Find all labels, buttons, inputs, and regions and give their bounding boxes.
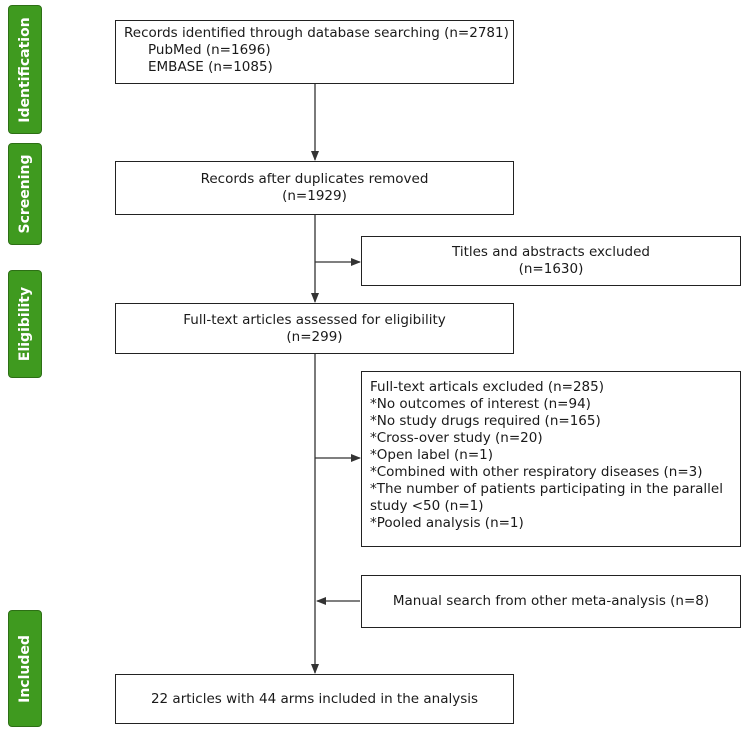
duplicates-removed-line2: (n=1929) <box>282 188 347 204</box>
records-identified-box: Records identified through database sear… <box>115 20 514 84</box>
fulltext-excluded-box: Full-text articals excluded (n=285) *No … <box>361 371 741 547</box>
titles-excluded-box: Titles and abstracts excluded (n=1630) <box>361 236 741 286</box>
manual-search-box: Manual search from other meta-analysis (… <box>361 575 741 628</box>
fulltext-excluded-line: *Cross-over study (n=20) <box>370 430 543 446</box>
stage-included: Included <box>8 610 42 727</box>
records-identified-title: Records identified through database sear… <box>124 25 509 41</box>
embase-count: EMBASE (n=1085) <box>148 59 273 75</box>
stage-identification: Identification <box>8 5 42 134</box>
titles-excluded-line2: (n=1630) <box>518 261 584 277</box>
included-box: 22 articles with 44 arms included in the… <box>115 674 514 724</box>
stage-eligibility: Eligibility <box>8 270 42 378</box>
titles-excluded-line1: Titles and abstracts excluded <box>452 244 650 260</box>
fulltext-excluded-line: *Pooled analysis (n=1) <box>370 515 524 531</box>
fulltext-excluded-line: *No study drugs required (n=165) <box>370 413 601 429</box>
stage-screening: Screening <box>8 143 42 245</box>
pubmed-count: PubMed (n=1696) <box>148 42 271 58</box>
manual-search-line1: Manual search from other meta-analysis (… <box>392 593 710 609</box>
fulltext-excluded-line: *The number of patients participating in… <box>370 481 723 497</box>
fulltext-excluded-line: *Combined with other respiratory disease… <box>370 464 703 480</box>
fulltext-assessed-box: Full-text articles assessed for eligibil… <box>115 303 514 354</box>
duplicates-removed-box: Records after duplicates removed (n=1929… <box>115 161 514 215</box>
fulltext-excluded-line: study <50 (n=1) <box>370 498 484 514</box>
duplicates-removed-line1: Records after duplicates removed <box>200 171 429 187</box>
fulltext-assessed-line1: Full-text articles assessed for eligibil… <box>183 311 446 328</box>
fulltext-excluded-line: *No outcomes of interest (n=94) <box>370 396 591 412</box>
fulltext-excluded-line: *Open label (n=1) <box>370 447 494 463</box>
fulltext-excluded-line: Full-text articals excluded (n=285) <box>370 379 604 395</box>
fulltext-assessed-line2: (n=299) <box>286 328 343 345</box>
included-line1: 22 articles with 44 arms included in the… <box>150 690 479 707</box>
